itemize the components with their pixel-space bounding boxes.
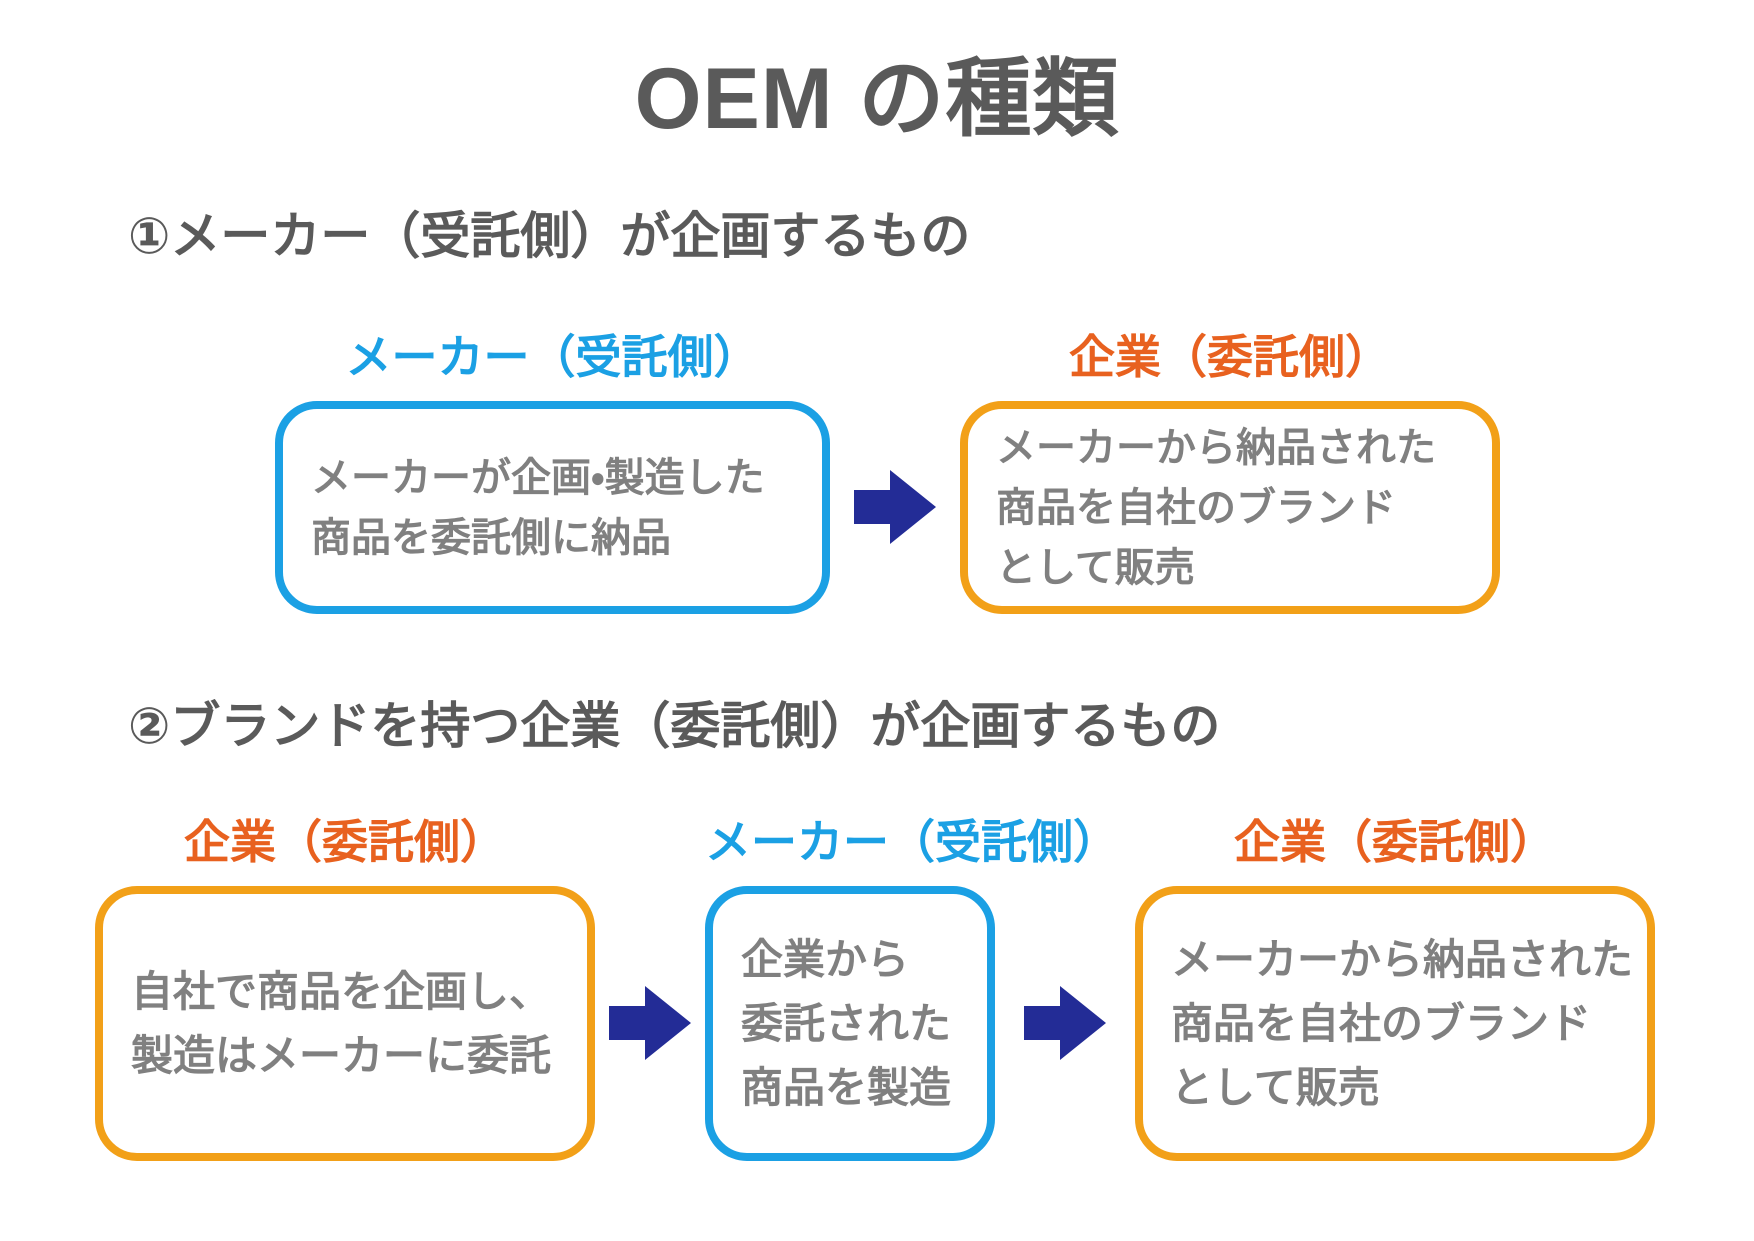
box-text-line: として販売 [996,545,1195,590]
node-label-maker: メーカー（受託側） [705,816,1119,868]
company-box: メーカーから納品された 商品を自社のブランド として販売 [1135,886,1655,1161]
flow-node-company-consignor: 企業（委託側） メーカーから納品された 商品を自社のブランド として販売 [960,330,1500,614]
flow-arrow [595,986,705,1060]
box-text-line: メーカーから納品された [1171,935,1634,983]
node-label-company: 企業（委託側） [1069,331,1391,383]
maker-box: 企業から 委託された 商品を製造 [705,886,995,1161]
node-label-company: 企業（委託側） [1234,816,1556,868]
flow-node-company-planner: 企業（委託側） 自社で商品を企画し、 製造はメーカーに委託 [95,815,595,1161]
box-text-line: 商品を製造 [741,1063,952,1111]
box-text-line: メーカーが企画・製造した [311,455,765,500]
page-title: OEM の種類 [634,51,1120,147]
flow-node-maker-manufacturer: メーカー（受託側） 企業から 委託された 商品を製造 [705,815,1119,1161]
section-2-heading: ②ブランドを持つ企業（委託側）が企画するもの [128,698,1221,754]
box-text-line: 委託された [741,999,952,1047]
right-arrow-icon [1024,986,1106,1060]
flow-node-maker-consignee: メーカー（受託側） メーカーが企画・製造した 商品を委託側に納品 [275,330,830,614]
box-text-line: 商品を自社のブランド [1171,999,1592,1047]
section-1-heading: ①メーカー（受託側）が企画するもの [128,208,971,264]
right-arrow-icon [854,470,936,544]
right-arrow-icon [609,986,691,1060]
box-text-line: 商品を自社のブランド [996,485,1396,530]
company-box: 自社で商品を企画し、 製造はメーカーに委託 [95,886,595,1161]
box-text-line: として販売 [1171,1063,1380,1111]
section-2-flow: 企業（委託側） 自社で商品を企画し、 製造はメーカーに委託 メーカー（受託側） … [0,815,1655,1161]
flow-node-company-seller: 企業（委託側） メーカーから納品された 商品を自社のブランド として販売 [1135,815,1655,1161]
flow-arrow [830,470,960,544]
section-1-flow: メーカー（受託側） メーカーが企画・製造した 商品を委託側に納品 企業（委託側）… [0,330,1500,614]
box-text-line: メーカーから納品された [996,425,1436,470]
node-label-maker: メーカー（受託側） [345,331,760,383]
maker-box: メーカーが企画・製造した 商品を委託側に納品 [275,401,830,614]
node-label-company: 企業（委託側） [184,816,506,868]
company-box: メーカーから納品された 商品を自社のブランド として販売 [960,401,1500,614]
box-text-line: 製造はメーカーに委託 [131,1031,552,1079]
flow-arrow [995,986,1135,1060]
box-text-line: 自社で商品を企画し、 [131,967,552,1015]
box-text-line: 企業から [741,935,910,983]
box-text-line: 商品を委託側に納品 [311,515,671,560]
